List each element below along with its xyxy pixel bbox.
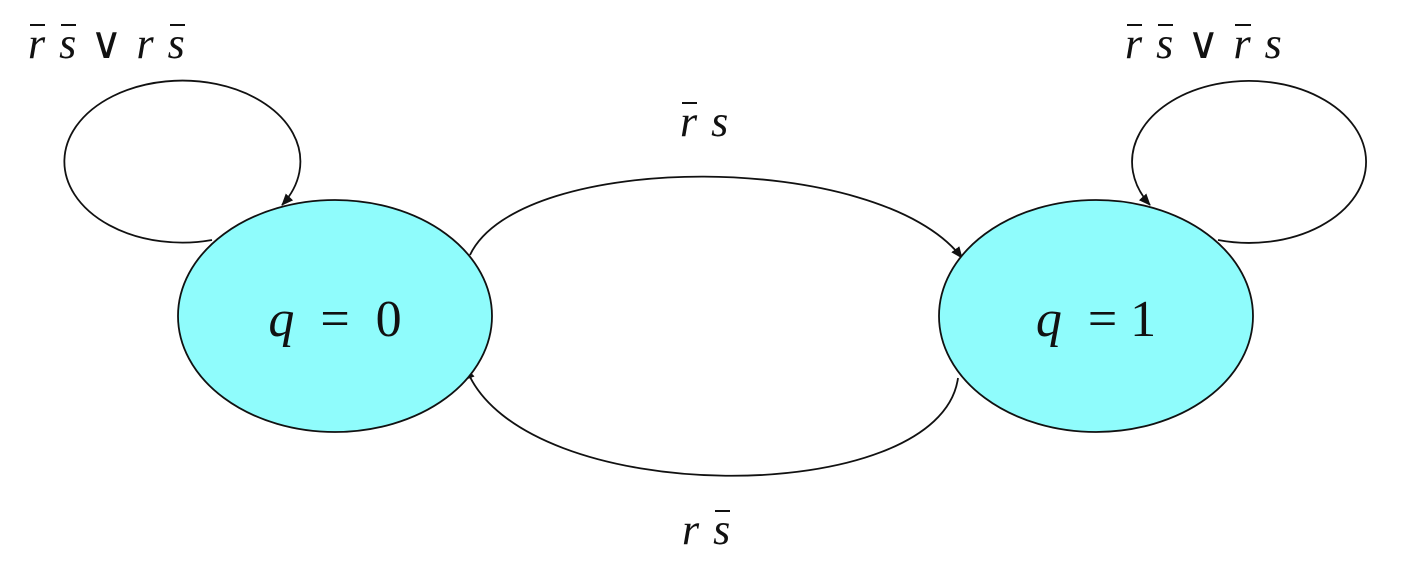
or-operator: ∨ bbox=[90, 19, 123, 68]
state-eq: = bbox=[1087, 291, 1118, 348]
negated-variable: s bbox=[713, 505, 731, 554]
or-operator: ∨ bbox=[1187, 19, 1220, 68]
variable: s bbox=[1264, 19, 1282, 68]
negated-variable: r bbox=[1125, 19, 1143, 68]
negated-variable: s bbox=[1156, 19, 1174, 68]
self-loop-q0 bbox=[63, 79, 302, 244]
state-eq: = bbox=[320, 291, 350, 348]
state-var: q bbox=[268, 291, 295, 348]
negated-variable: s bbox=[59, 19, 77, 68]
negated-variable: r bbox=[28, 19, 46, 68]
edge-q1-q0 bbox=[465, 367, 959, 477]
state-var: q bbox=[1035, 291, 1062, 348]
variable: r bbox=[136, 19, 154, 68]
state-q1 bbox=[938, 199, 1254, 433]
state-q0 bbox=[177, 199, 493, 433]
variable: r bbox=[682, 505, 700, 554]
edge-q0-q1 bbox=[469, 175, 963, 259]
state-q1-label: q = 1 bbox=[939, 290, 1253, 349]
state-value: 0 bbox=[375, 291, 402, 348]
negated-variable: r bbox=[680, 97, 698, 146]
negated-variable: r bbox=[1233, 19, 1251, 68]
state-q0-label: q = 0 bbox=[178, 290, 492, 349]
variable: s bbox=[711, 97, 729, 146]
negated-variable: s bbox=[167, 19, 185, 68]
self-loop-q1 bbox=[1131, 80, 1367, 244]
state-value: 1 bbox=[1130, 291, 1157, 348]
